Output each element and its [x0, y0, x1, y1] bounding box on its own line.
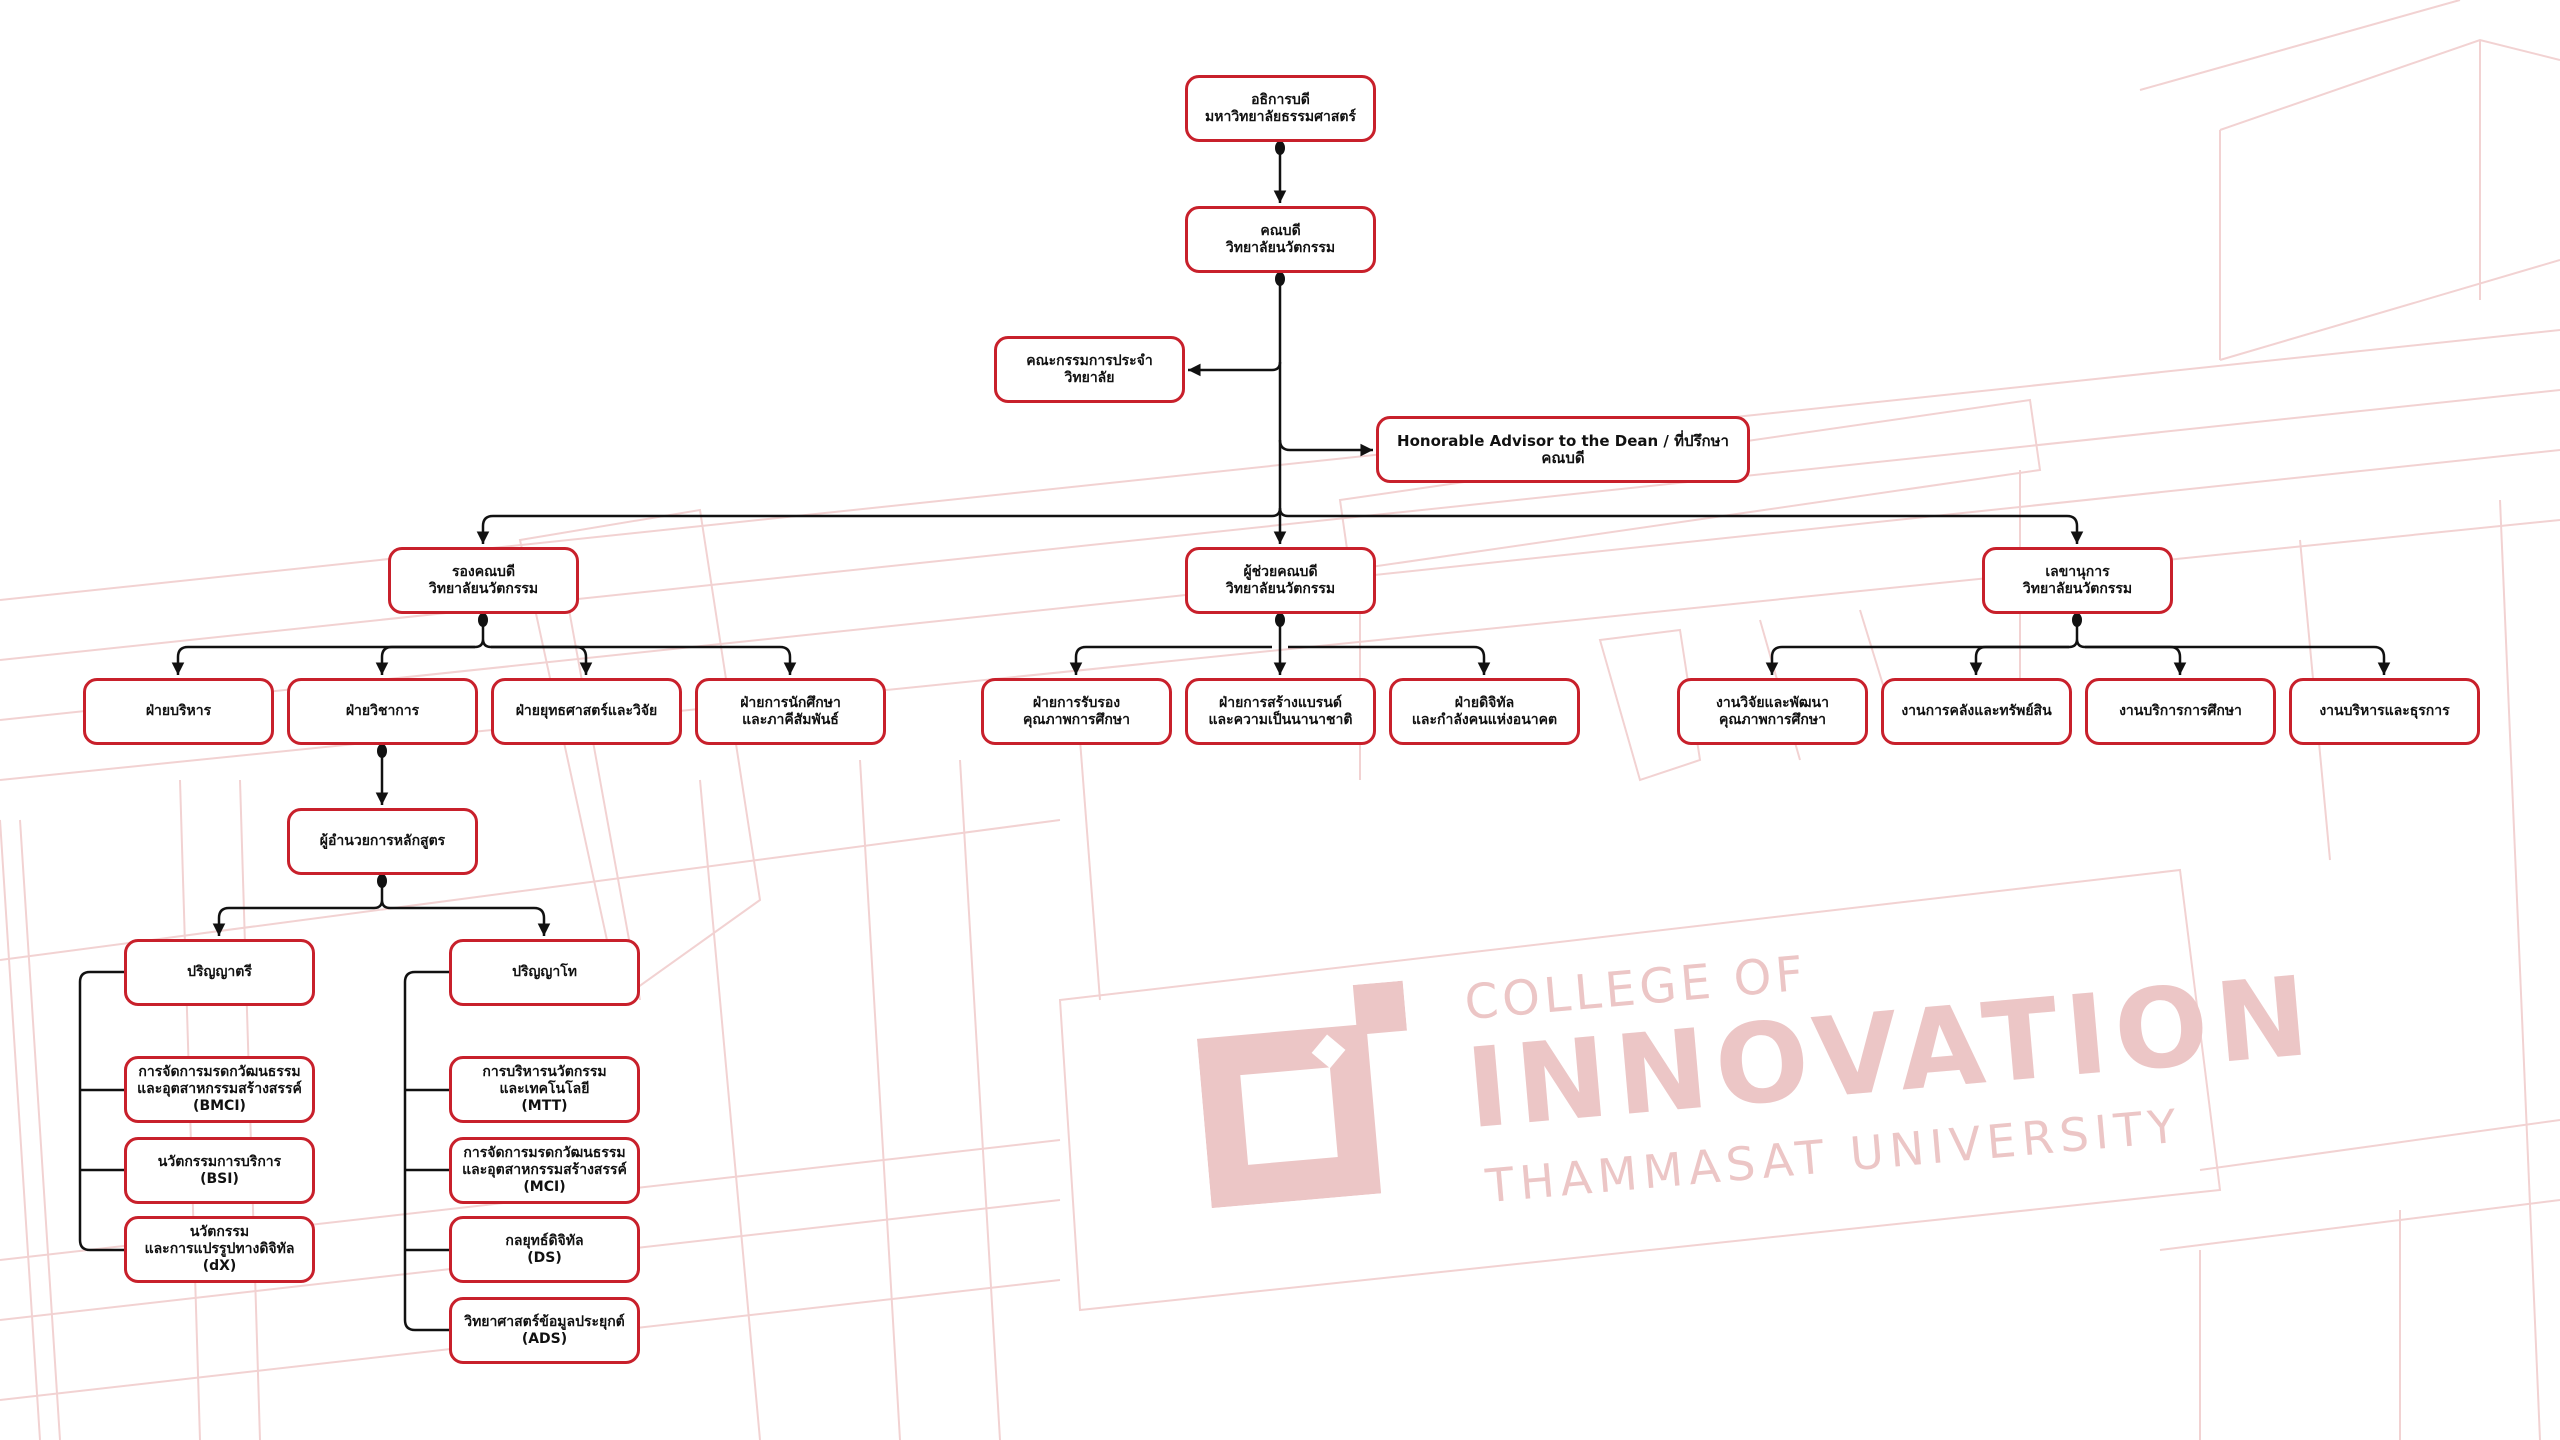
node-unit-digital: ฝ่ายดิจิทัล และกำลังคนแห่งอนาคต [1389, 678, 1580, 745]
node-advisor: Honorable Advisor to the Dean / ที่ปรึกษ… [1376, 416, 1750, 483]
node-program-bmci: การจัดการมรดกวัฒนธรรม และอุตสาหกรรมสร้าง… [124, 1056, 315, 1123]
node-unit-quality: ฝ่ายการรับรอง คุณภาพการศึกษา [981, 678, 1172, 745]
node-president: อธิการบดี มหาวิทยาลัยธรรมศาสตร์ [1185, 75, 1376, 142]
node-assistant-dean: ผู้ช่วยคณบดี วิทยาลัยนวัตกรรม [1185, 547, 1376, 614]
node-vice-dean: รองคณบดี วิทยาลัยนวัตกรรม [388, 547, 579, 614]
node-unit-branding: ฝ่ายการสร้างแบรนด์ และความเป็นนานาชาติ [1185, 678, 1376, 745]
node-bachelor: ปริญญาตรี [124, 939, 315, 1006]
node-unit-student-affairs: ฝ่ายการนักศึกษา และภาคีสัมพันธ์ [695, 678, 886, 745]
node-unit-strategy: ฝ่ายยุทธศาสตร์และวิจัย [491, 678, 682, 745]
node-program-mci: การจัดการมรดกวัฒนธรรม และอุตสาหกรรมสร้าง… [449, 1137, 640, 1204]
node-master: ปริญญาโท [449, 939, 640, 1006]
college-logo-icon [1196, 980, 1408, 1209]
node-program-dx: นวัตกรรม และการแปรรูปทางดิจิทัล (dX) [124, 1216, 315, 1283]
node-dean: คณบดี วิทยาลัยนวัตกรรม [1185, 206, 1376, 273]
node-unit-research: งานวิจัยและพัฒนา คุณภาพการศึกษา [1677, 678, 1868, 745]
node-program-ads: วิทยาศาสตร์ข้อมูลประยุกต์ (ADS) [449, 1297, 640, 1364]
node-unit-academic: ฝ่ายวิชาการ [287, 678, 478, 745]
node-committee: คณะกรรมการประจำ วิทยาลัย [994, 336, 1185, 403]
node-unit-administration: ฝ่ายบริหาร [83, 678, 274, 745]
node-program-ds: กลยุทธ์ดิจิทัล (DS) [449, 1216, 640, 1283]
node-unit-education-service: งานบริการการศึกษา [2085, 678, 2276, 745]
node-secretary: เลขานุการ วิทยาลัยนวัตกรรม [1982, 547, 2173, 614]
node-program-mtt: การบริหารนวัตกรรม และเทคโนโลยี (MTT) [449, 1056, 640, 1123]
node-unit-general-admin: งานบริหารและธุรการ [2289, 678, 2480, 745]
node-program-director: ผู้อำนวยการหลักสูตร [287, 808, 478, 875]
node-unit-finance: งานการคลังและทรัพย์สิน [1881, 678, 2072, 745]
node-program-bsi: นวัตกรรมการบริการ (BSI) [124, 1137, 315, 1204]
connector-dots [377, 141, 2082, 888]
